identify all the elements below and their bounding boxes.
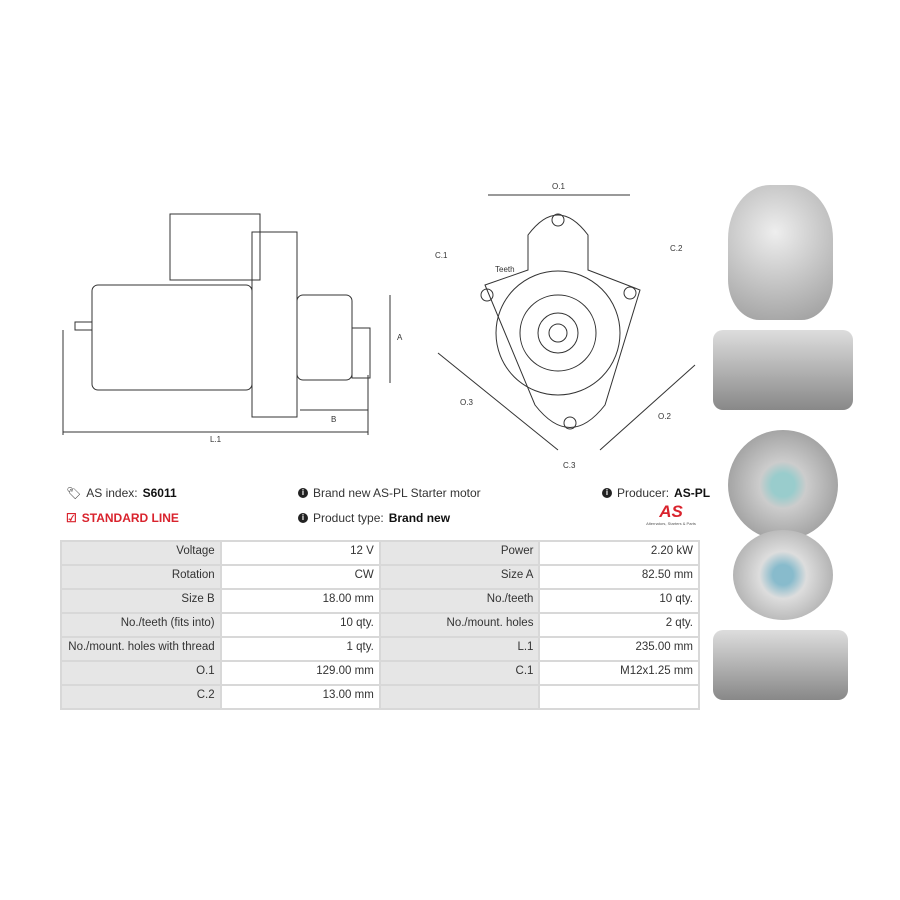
label-c3: C.3 [563,461,576,470]
front-view-drawing: O.1 Teeth C.1 C.2 C.3 O.3 O.2 [435,182,696,470]
spec-value: 82.50 mm [538,564,700,590]
checkbox-icon: ☑ [66,511,77,525]
label-o2: O.2 [658,412,671,421]
product-type-label: Product type: [313,511,384,525]
spec-label: Size A [378,564,541,590]
label-c1: C.1 [435,251,448,260]
as-index-value: S6011 [142,486,177,500]
spec-value: 10 qty. [219,612,381,638]
spec-value: 10 qty. [538,588,700,614]
spec-label: L.1 [378,636,541,662]
logo-text: AS [659,502,683,521]
spec-value: 1 qty. [219,636,381,662]
photo-side [713,330,853,410]
photo-side-2 [713,630,848,700]
info-icon: i [602,488,612,498]
label-teeth: Teeth [495,265,515,274]
label-o1: O.1 [552,182,565,191]
spec-label [378,684,541,710]
standard-line: ☑ STANDARD LINE [66,511,179,525]
standard-line-label: STANDARD LINE [81,511,179,525]
spec-value: 18.00 mm [219,588,381,614]
spec-value: 2 qty. [538,612,700,638]
spec-value: 129.00 mm [219,660,381,686]
label-b: B [331,415,336,424]
spec-value: CW [219,564,381,590]
spec-label: C.1 [378,660,541,686]
producer-label: Producer: [617,486,670,500]
table-row: No./teeth (fits into)10 qty.No./mount. h… [60,612,700,638]
spec-value: 13.00 mm [219,684,381,710]
spec-label: No./teeth (fits into) [60,612,222,638]
spec-label: Power [378,540,541,566]
label-a: A [397,333,403,342]
label-c2: C.2 [670,244,683,253]
spec-label: Voltage [60,540,222,566]
product-photos [708,180,858,700]
spec-label: C.2 [60,684,222,710]
tag-icon: 🏷 [66,486,82,500]
spec-label: Rotation [60,564,222,590]
spec-value: 12 V [219,540,381,566]
side-view-drawing: L.1 A B [62,213,403,444]
spec-value: 2.20 kW [538,540,700,566]
spec-value: 235.00 mm [538,636,700,662]
label-o3: O.3 [460,398,473,407]
producer: i Producer: AS-PL [602,486,710,500]
producer-value: AS-PL [674,486,711,500]
label-l1: L.1 [210,435,222,444]
description-text: Brand new AS-PL Starter motor [313,486,481,500]
photo-top [728,430,838,540]
photo-front [728,185,833,320]
as-index-label: AS index: [86,486,138,500]
as-pl-logo: AS Alternators, Starters & Parts [640,502,702,527]
spec-value [538,684,700,710]
spec-value: M12x1.25 mm [538,660,700,686]
spec-label: Size B [60,588,222,614]
info-icon: i [298,513,308,523]
logo-tagline: Alternators, Starters & Parts [646,521,696,526]
description: i Brand new AS-PL Starter motor [298,486,481,500]
product-type: i Product type: Brand new [298,511,450,525]
spec-label: No./mount. holes with thread [60,636,222,662]
info-icon: i [298,488,308,498]
spec-label: No./mount. holes [378,612,541,638]
product-type-value: Brand new [388,511,451,525]
spec-label: O.1 [60,660,222,686]
spec-label: No./teeth [378,588,541,614]
photo-back [733,530,833,620]
as-index: 🏷 AS index: S6011 [66,486,177,500]
